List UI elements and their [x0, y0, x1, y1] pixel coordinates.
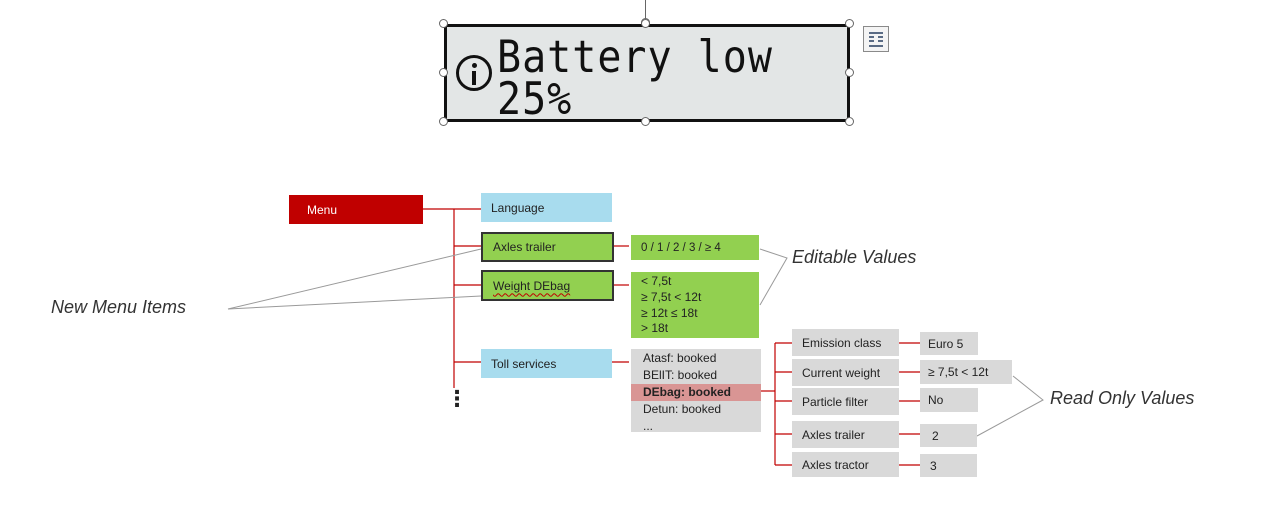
resize-handle-left[interactable] — [439, 68, 448, 77]
menu-item-language[interactable]: Language — [481, 193, 612, 222]
lcd-line-1: Battery low — [497, 31, 773, 84]
detail-label: Particle filter — [792, 388, 899, 415]
weight-values-list[interactable]: < 7,5t ≥ 7,5t < 12t ≥ 12t ≤ 18t > 18t — [631, 272, 759, 338]
resize-handle-top-right[interactable] — [845, 19, 854, 28]
menu-item-weight-debag[interactable]: Weight DEbag — [481, 270, 614, 301]
menu-root[interactable]: Menu — [289, 195, 423, 224]
annotation-new-menu-items: New Menu Items — [51, 297, 187, 317]
detail-label: Axles trailer — [792, 421, 899, 448]
detail-value: ≥ 7,5t < 12t — [920, 360, 1012, 384]
resize-handle-top-left[interactable] — [439, 19, 448, 28]
resize-handle-right[interactable] — [845, 68, 854, 77]
toll-entry-highlighted[interactable]: DEbag: booked — [631, 384, 761, 401]
info-icon — [456, 55, 492, 91]
weight-option[interactable]: < 7,5t — [641, 274, 672, 288]
toll-entry-more: ... — [643, 419, 654, 433]
detail-label: Current weight — [792, 359, 899, 386]
toll-entry[interactable]: BElIT: booked — [643, 368, 718, 382]
layout-options-icon[interactable] — [863, 26, 889, 52]
menu-item-axles-trailer[interactable]: Axles trailer — [481, 232, 614, 262]
resize-handle-top[interactable] — [641, 19, 650, 28]
detail-label: Axles tractor — [792, 452, 899, 477]
resize-handle-bottom-right[interactable] — [845, 117, 854, 126]
axles-trailer-value[interactable]: 0 / 1 / 2 / 3 / ≥ 4 — [631, 235, 759, 260]
detail-value: 3 — [920, 454, 977, 477]
resize-handle-bottom-left[interactable] — [439, 117, 448, 126]
annotation-read-only-values: Read Only Values — [1050, 388, 1195, 408]
detail-value: No — [920, 388, 978, 412]
resize-handle-bottom[interactable] — [641, 117, 650, 126]
toll-entry[interactable]: Detun: booked — [643, 402, 722, 416]
rotation-handle-stem — [645, 0, 646, 20]
detail-value: Euro 5 — [920, 332, 978, 355]
more-items-ellipsis: ⋮ — [446, 386, 468, 411]
toll-services-list: Atasf: booked BElIT: booked DEbag: booke… — [631, 349, 761, 433]
lcd-line-2: 25% — [497, 73, 573, 126]
lcd-display[interactable]: Battery low 25% — [444, 24, 850, 122]
detail-label: Emission class — [792, 329, 899, 356]
annotation-editable-values: Editable Values — [792, 247, 917, 267]
detail-value: 2 — [920, 424, 977, 447]
menu-item-toll-services[interactable]: Toll services — [481, 349, 612, 378]
weight-option[interactable]: ≥ 7,5t < 12t — [641, 289, 702, 304]
weight-option[interactable]: ≥ 12t ≤ 18t — [641, 305, 698, 320]
toll-entry[interactable]: Atasf: booked — [643, 351, 717, 365]
weight-debag-label: Weight DEbag — [493, 278, 571, 293]
weight-option[interactable]: > 18t — [641, 321, 669, 336]
